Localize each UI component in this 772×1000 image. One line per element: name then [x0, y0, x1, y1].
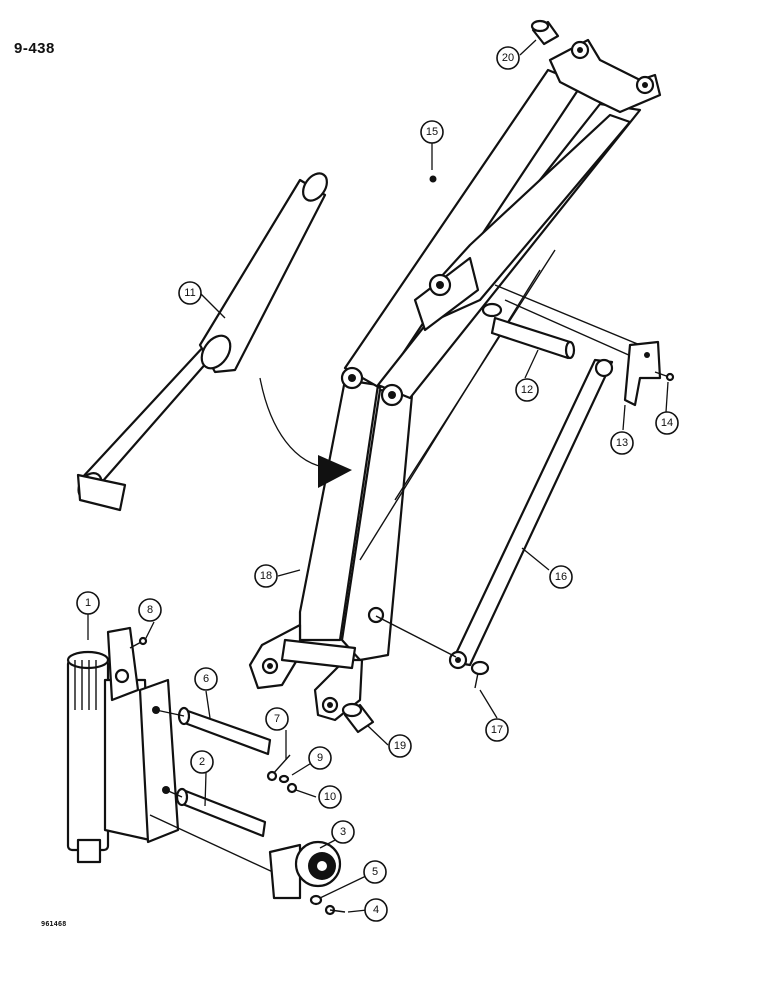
callout-12: 12 [515, 378, 539, 402]
svg-text:6: 6 [203, 673, 209, 685]
link-rod-16 [375, 358, 614, 670]
pin-2 [149, 787, 291, 881]
svg-text:15: 15 [426, 126, 438, 138]
svg-text:18: 18 [260, 570, 272, 582]
bolt-14 [654, 371, 675, 382]
retainer-plate-13 [623, 340, 662, 407]
bolt-4 [324, 904, 346, 916]
svg-text:13: 13 [616, 437, 628, 449]
callout-16: 16 [549, 565, 573, 589]
callout-20: 20 [496, 46, 520, 70]
washer-9 [278, 774, 290, 784]
bolt-7 [266, 754, 291, 782]
figure-code: 961468 [41, 920, 67, 928]
assembly-arrow [259, 377, 352, 488]
hydraulic-cylinder [76, 172, 328, 512]
svg-text:16: 16 [555, 571, 567, 583]
callout-17: 17 [485, 718, 509, 742]
washer-5 [309, 894, 323, 906]
page-number: 9-438 [14, 40, 55, 57]
callout-6: 6 [194, 667, 218, 691]
callout-14: 14 [655, 411, 679, 435]
svg-text:4: 4 [373, 904, 379, 916]
callout-11: 11 [178, 281, 202, 305]
pin-12 [481, 284, 641, 361]
svg-text:11: 11 [184, 287, 195, 299]
bushing-19 [341, 702, 375, 734]
callout-4: 4 [364, 898, 388, 922]
callout-1: 1 [76, 591, 100, 615]
callout-7: 7 [265, 707, 289, 731]
svg-text:1: 1 [85, 597, 91, 609]
callout-8: 8 [138, 598, 162, 622]
bolt-8 [129, 636, 148, 649]
grease-fitting-15 [429, 175, 437, 183]
svg-text:7: 7 [274, 713, 280, 725]
retaining-ring-17 [470, 660, 490, 689]
svg-text:12: 12 [521, 384, 533, 396]
leader-lines [87, 39, 669, 913]
callout-13: 13 [610, 431, 634, 455]
svg-text:9: 9 [317, 752, 323, 764]
svg-text:20: 20 [502, 52, 514, 64]
svg-text:17: 17 [491, 724, 503, 736]
svg-text:14: 14 [661, 417, 673, 429]
nut-10 [286, 782, 298, 794]
callout-18: 18 [254, 564, 278, 588]
callout-5: 5 [363, 860, 387, 884]
callout-2: 2 [190, 750, 214, 774]
svg-text:8: 8 [147, 604, 153, 616]
svg-text:2: 2 [199, 756, 205, 768]
stop-block-3 [268, 840, 342, 900]
callout-3: 3 [331, 820, 355, 844]
svg-text:3: 3 [340, 826, 346, 838]
svg-text:5: 5 [372, 866, 378, 878]
boom-frame [248, 38, 662, 722]
callout-19: 19 [388, 734, 412, 758]
svg-text:10: 10 [324, 791, 336, 803]
callout-15: 15 [420, 120, 444, 144]
swing-tower [66, 626, 180, 864]
pin-6 [155, 706, 272, 756]
svg-text:19: 19 [394, 740, 406, 752]
callout-10: 10 [318, 785, 342, 809]
callout-9: 9 [308, 746, 332, 770]
bushing-20 [530, 19, 560, 46]
